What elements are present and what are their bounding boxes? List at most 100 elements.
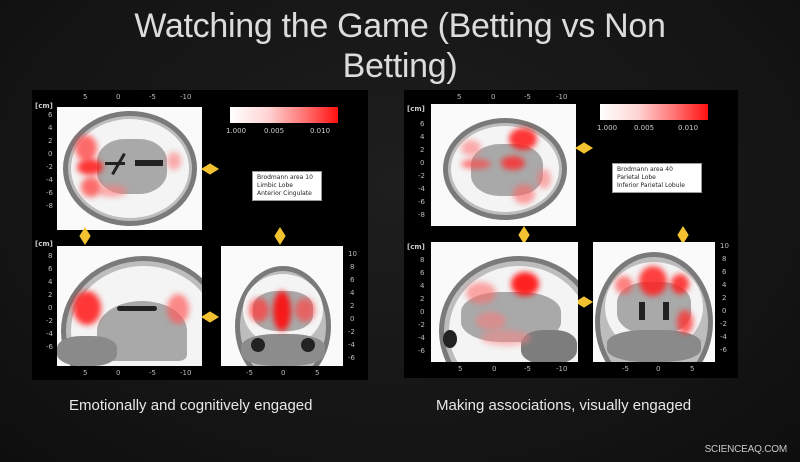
structure: Inferior Parietal Lobule [617, 182, 685, 189]
coronal-y-tick: -2 [720, 320, 727, 328]
sagittal-x-tick: 0 [116, 369, 121, 377]
region-info-box: Brodmann area 40 Parietal Lobe Inferior … [612, 163, 702, 193]
axial-brain-view[interactable] [431, 104, 576, 226]
sagittal-x-tick: 5 [458, 365, 463, 373]
axial-x-tick: 0 [491, 93, 496, 101]
colorbar-label: 1.000 [597, 124, 618, 132]
sagittal-brain-view[interactable] [57, 246, 202, 366]
slice-marker-icon[interactable] [574, 142, 594, 154]
region-info-box: Brodmann area 10 Limbic Lobe Anterior Ci… [252, 171, 322, 201]
axial-y-tick: -8 [46, 202, 53, 210]
axial-y-tick: -2 [418, 172, 425, 180]
axial-y-tick: 4 [420, 133, 425, 141]
axial-y-tick: 0 [48, 150, 53, 158]
watermark: SCIENCEAQ.COM [704, 444, 788, 455]
axial-x-tick: -5 [524, 93, 531, 101]
sagittal-x-tick: -5 [524, 365, 531, 373]
coronal-y-tick: 6 [722, 268, 727, 276]
coronal-brain-view[interactable] [593, 242, 715, 362]
sagittal-y-tick: -4 [418, 334, 425, 342]
colorbar-label: 0.010 [678, 124, 699, 132]
slice-marker-icon[interactable] [200, 163, 220, 175]
title-line-1: Watching the Game (Betting vs Non [134, 7, 666, 45]
sagittal-x-tick: -10 [180, 369, 192, 377]
axial-y-tick: -4 [46, 176, 53, 184]
brodmann-area: Brodmann area 10 [257, 174, 313, 181]
unit-label: [cm] [407, 105, 425, 113]
sagittal-y-tick: -2 [418, 321, 425, 329]
sagittal-y-tick: -4 [46, 330, 53, 338]
sagittal-x-tick: -5 [149, 369, 156, 377]
axial-x-tick: 5 [83, 93, 88, 101]
sagittal-y-tick: -6 [418, 347, 425, 355]
axial-x-tick: 0 [116, 93, 121, 101]
colorbar [230, 107, 338, 123]
axial-y-tick: -4 [418, 185, 425, 193]
axial-y-tick: 6 [48, 111, 53, 119]
sagittal-y-tick: 0 [48, 304, 53, 312]
coronal-x-tick: 0 [281, 369, 286, 377]
sagittal-y-tick: -2 [46, 317, 53, 325]
coronal-y-tick: 10 [348, 250, 357, 258]
coronal-y-tick: 8 [722, 255, 727, 263]
unit-label: [cm] [35, 240, 53, 248]
coronal-y-tick: 0 [722, 307, 727, 315]
sagittal-brain-view[interactable] [431, 242, 578, 362]
sagittal-y-tick: 2 [420, 295, 425, 303]
axial-x-tick: -10 [180, 93, 192, 101]
axial-y-tick: -6 [418, 198, 425, 206]
coronal-y-tick: -6 [348, 354, 355, 362]
coronal-y-tick: 6 [350, 276, 355, 284]
sagittal-y-tick: 6 [420, 269, 425, 277]
coronal-y-tick: -4 [720, 333, 727, 341]
coronal-x-tick: 5 [690, 365, 695, 373]
sagittal-y-tick: 4 [48, 278, 53, 286]
coronal-y-tick: 2 [722, 294, 727, 302]
coronal-y-tick: 0 [350, 315, 355, 323]
axial-y-tick: 4 [48, 124, 53, 132]
colorbar-label: 1.000 [226, 127, 247, 135]
axial-y-tick: 0 [420, 159, 425, 167]
sagittal-x-tick: 5 [83, 369, 88, 377]
axial-y-tick: 2 [48, 137, 53, 145]
coronal-y-tick: 4 [350, 289, 355, 297]
axial-y-tick: -8 [418, 211, 425, 219]
axial-y-tick: 2 [420, 146, 425, 154]
coronal-y-tick: 4 [722, 281, 727, 289]
coronal-brain-view[interactable] [221, 246, 343, 366]
coronal-x-tick: 5 [315, 369, 320, 377]
brain-scan-panel-left: [cm] 5 0 -5 -10 6 4 2 0 -2 -4 -6 -8 1.00… [32, 90, 368, 380]
colorbar [600, 104, 708, 120]
axial-y-tick: -6 [46, 189, 53, 197]
axial-y-tick: -2 [46, 163, 53, 171]
axial-x-tick: 5 [457, 93, 462, 101]
title-line-2: Betting) [342, 47, 458, 85]
sagittal-y-tick: -6 [46, 343, 53, 351]
axial-x-tick: -10 [556, 93, 568, 101]
colorbar-label: 0.005 [634, 124, 655, 132]
slice-marker-icon[interactable] [274, 226, 286, 246]
coronal-y-tick: -4 [348, 341, 355, 349]
coronal-y-tick: 8 [350, 263, 355, 271]
axial-x-tick: -5 [149, 93, 156, 101]
brain-scan-panel-right: [cm] 5 0 -5 -10 6 4 2 0 -2 -4 -6 -8 1.00… [404, 90, 738, 378]
caption-left: Emotionally and cognitively engaged [69, 397, 313, 414]
unit-label: [cm] [407, 243, 425, 251]
axial-brain-view[interactable] [57, 107, 202, 230]
colorbar-label: 0.010 [310, 127, 331, 135]
sagittal-y-tick: 4 [420, 282, 425, 290]
structure: Anterior Cingulate [257, 190, 312, 197]
slide-title: Watching the Game (Betting vs Non Bettin… [0, 6, 800, 86]
sagittal-x-tick: -10 [556, 365, 568, 373]
coronal-y-tick: 10 [720, 242, 729, 250]
brodmann-area: Brodmann area 40 [617, 166, 673, 173]
sagittal-x-tick: 0 [492, 365, 497, 373]
lobe: Parietal Lobe [617, 174, 656, 181]
coronal-x-tick: -5 [246, 369, 253, 377]
coronal-y-tick: -2 [348, 328, 355, 336]
caption-right: Making associations, visually engaged [436, 397, 692, 414]
slice-marker-icon[interactable] [200, 311, 220, 323]
sagittal-y-tick: 8 [48, 252, 53, 260]
coronal-x-tick: 0 [656, 365, 661, 373]
coronal-y-tick: 2 [350, 302, 355, 310]
